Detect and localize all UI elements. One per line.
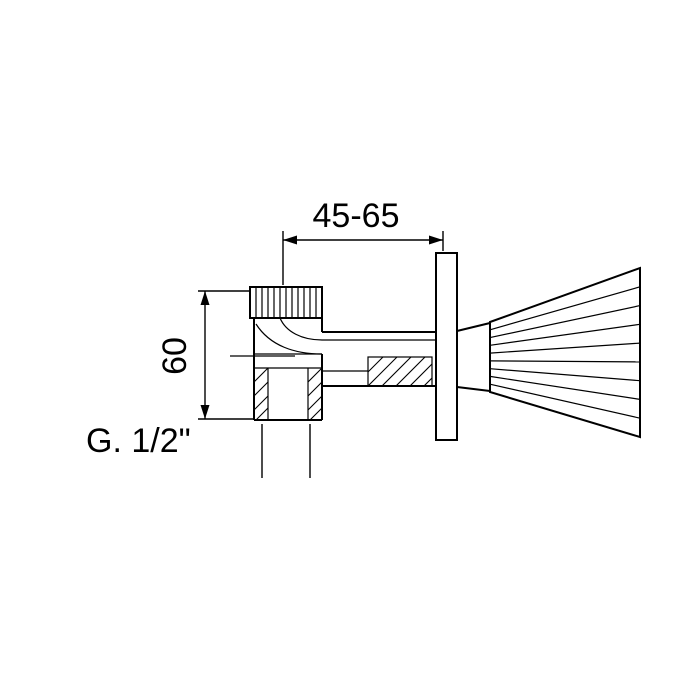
- arrowhead-down: [200, 405, 210, 419]
- valve-knob: [249, 286, 323, 319]
- dimension-60-label: 60: [156, 337, 194, 375]
- handle-cone: [456, 266, 641, 439]
- arrowhead-right: [429, 235, 443, 245]
- valve-body: [230, 317, 323, 357]
- thread-label: G. 1/2": [86, 422, 191, 460]
- connection-pipe: [322, 331, 436, 387]
- thread-label-group: G. 1/2": [86, 422, 191, 460]
- dimension-60: 60: [156, 290, 253, 420]
- arrowhead-left: [283, 235, 297, 245]
- dimension-45-65: 45-65: [282, 197, 444, 285]
- wall-plate: [435, 252, 458, 441]
- arrowhead-up: [200, 291, 210, 305]
- dimension-45-65-label: 45-65: [313, 197, 400, 235]
- outlet-port: [253, 353, 323, 478]
